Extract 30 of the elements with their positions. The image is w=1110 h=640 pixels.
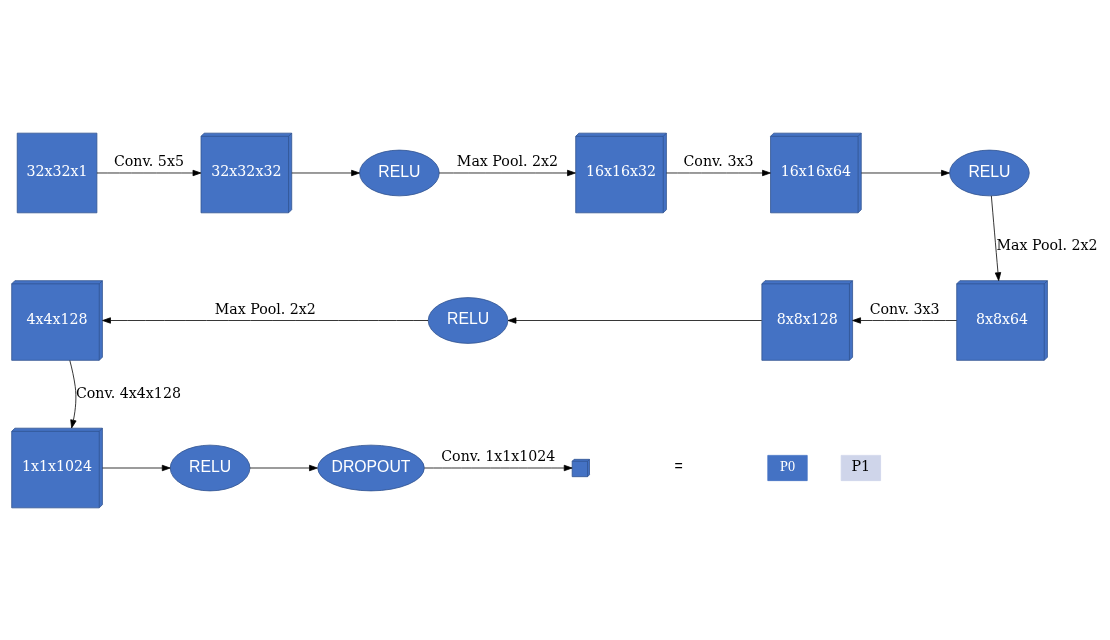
arrow bbox=[666, 169, 771, 176]
node-box: P1 bbox=[840, 454, 881, 481]
node-box: P0 bbox=[767, 454, 808, 481]
label: = bbox=[674, 457, 683, 474]
edge-label: Max Pool. 2x2 bbox=[456, 152, 559, 169]
node-ellipse: RELU bbox=[949, 149, 1030, 196]
node-box: 32x32x1 bbox=[16, 132, 98, 213]
arrow bbox=[852, 316, 957, 324]
node-ellipse: RELU bbox=[169, 444, 251, 491]
arrow bbox=[860, 169, 950, 176]
arrow bbox=[249, 464, 318, 471]
arrow bbox=[102, 316, 429, 324]
edge-label: Conv. 1x1x1024 bbox=[441, 447, 556, 464]
arrow bbox=[438, 169, 576, 176]
edge-label: Conv. 4x4x128 bbox=[75, 384, 181, 401]
node-ellipse: RELU bbox=[427, 296, 509, 344]
arrow bbox=[96, 169, 202, 176]
arrow bbox=[507, 316, 763, 324]
edge-label: Conv. 3x3 bbox=[683, 152, 754, 169]
arrow bbox=[69, 359, 77, 428]
arrow bbox=[990, 195, 1002, 281]
node-ellipse: DROPOUT bbox=[317, 444, 425, 491]
edge-label: Conv. 3x3 bbox=[869, 300, 940, 317]
edge-label: Conv. 5x5 bbox=[113, 152, 184, 169]
node-ellipse: RELU bbox=[359, 149, 440, 196]
arrow bbox=[291, 169, 360, 176]
arrow bbox=[102, 464, 171, 471]
arrow bbox=[424, 464, 573, 471]
edge-label: Max Pool. 2x2 bbox=[214, 300, 316, 317]
edge-label: Max Pool. 2x2 bbox=[996, 236, 1098, 253]
